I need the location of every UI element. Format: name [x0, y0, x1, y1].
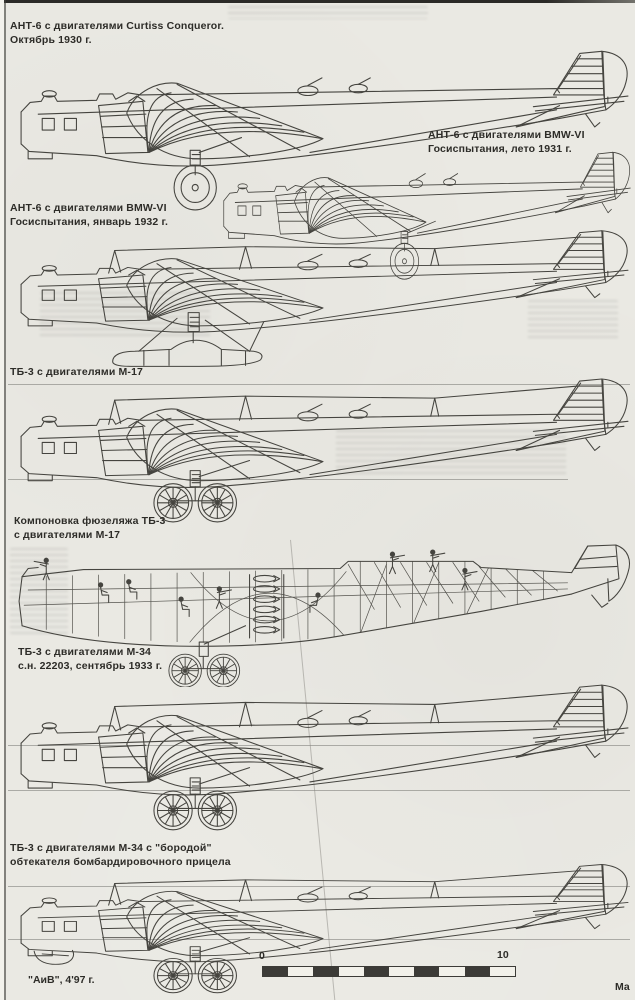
scale-bar-segment	[363, 967, 390, 976]
scan-edge-artifact-left	[0, 0, 4, 1000]
caption-line: Октябрь 1930 г.	[10, 33, 92, 46]
print-through-artifact	[336, 430, 566, 478]
caption-tb3-m34-beard: ТБ-3 с двигателями М-34 с "бородой" обте…	[10, 842, 231, 869]
print-through-artifact	[228, 6, 428, 19]
scale-bar	[262, 966, 516, 977]
scale-bar-segment	[490, 967, 515, 976]
truncated-scale-caption: Ма	[615, 981, 630, 993]
caption-line: Госиспытания, лето 1931 г.	[428, 142, 572, 155]
datum-line	[8, 745, 630, 746]
caption-line: обтекателя бомбардировочного прицела	[10, 855, 231, 868]
caption-line: с.н. 22203, сентябрь 1933 г.	[18, 659, 163, 672]
tb3-m34-beard-fairing-drawing	[8, 860, 632, 1000]
datum-line	[8, 790, 630, 791]
scale-bar-segment	[464, 967, 490, 976]
scale-bar-segment	[339, 967, 364, 976]
scale-bar-segment	[414, 967, 440, 976]
tb3-m34-drawing	[8, 680, 632, 838]
scale-end-label: 10	[497, 949, 509, 961]
caption-line: Госиспытания, январь 1932 г.	[10, 215, 169, 228]
caption-line: ТБ-3 с двигателями М-17	[10, 366, 144, 378]
tb3-m17-fuselage-cutaway-drawing	[8, 544, 632, 687]
cutaway-tail-truss	[571, 544, 631, 608]
caption-ant6-bmw-january-1932: АНТ-6 с двигателями BMW-VI Госиспытания,…	[10, 202, 168, 229]
print-through-artifact	[528, 300, 618, 340]
caption-line: АНТ-6 с двигателями BMW-VI	[10, 202, 167, 214]
cutaway-fuselage-outline	[18, 560, 573, 647]
ant6-bmw6-january-1932-drawing	[8, 226, 632, 372]
datum-line	[8, 886, 630, 887]
magazine-credit: "АиВ", 4'97 г.	[28, 974, 95, 986]
scale-bar-segment	[439, 967, 464, 976]
scan-edge-artifact-top	[0, 0, 635, 3]
scale-start-label: 0	[259, 950, 265, 962]
scan-edge-line-left	[4, 0, 6, 1000]
scale-bar-segment	[313, 967, 339, 976]
caption-line: ТБ-3 с двигателями М-34 с "бородой"	[10, 842, 212, 854]
caption-tb3-m17: ТБ-3 с двигателями М-17	[10, 366, 143, 380]
scale-bar-segment	[263, 967, 289, 976]
caption-tb3-m34: ТБ-3 с двигателями М-34 с.н. 22203, сент…	[18, 646, 162, 673]
cutaway-landing-gear	[168, 625, 247, 687]
caption-line: АНТ-6 с двигателями Curtiss Conqueror.	[10, 20, 225, 32]
caption-tb3-cutaway: Компоновка фюзеляжа ТБ-3 с двигателями М…	[14, 515, 166, 542]
caption-line: АНТ-6 с двигателями BMW-VI	[428, 129, 585, 141]
scale-bar-segment	[288, 967, 313, 976]
tb3-m17-drawing	[8, 374, 632, 530]
caption-line: ТБ-3 с двигателями М-34	[18, 646, 152, 658]
caption-ant6-bmw-summer-1931: АНТ-6 с двигателями BMW-VI Госиспытания,…	[428, 129, 585, 156]
datum-line	[8, 939, 630, 940]
bomb-stack	[249, 574, 285, 639]
datum-line	[8, 384, 630, 385]
caption-line: с двигателями М-17	[14, 528, 121, 541]
caption-line: Компоновка фюзеляжа ТБ-3	[14, 515, 166, 527]
scale-bar-segment	[389, 967, 414, 976]
caption-ant6-curtiss: АНТ-6 с двигателями Curtiss Conqueror. О…	[10, 20, 224, 47]
print-through-artifact	[40, 292, 210, 338]
